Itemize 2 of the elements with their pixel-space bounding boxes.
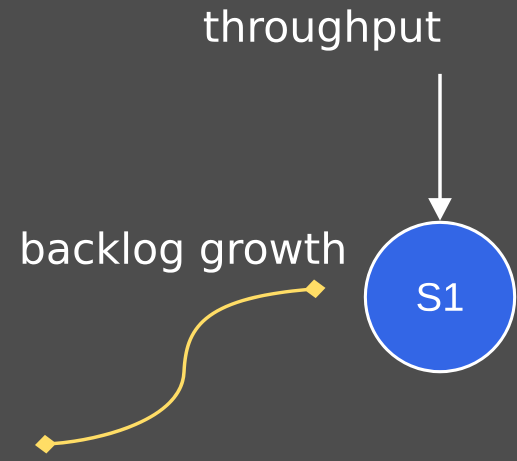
flow-label: backlog growth: [22, 231, 344, 273]
flow-label: throughput: [204, 9, 440, 51]
